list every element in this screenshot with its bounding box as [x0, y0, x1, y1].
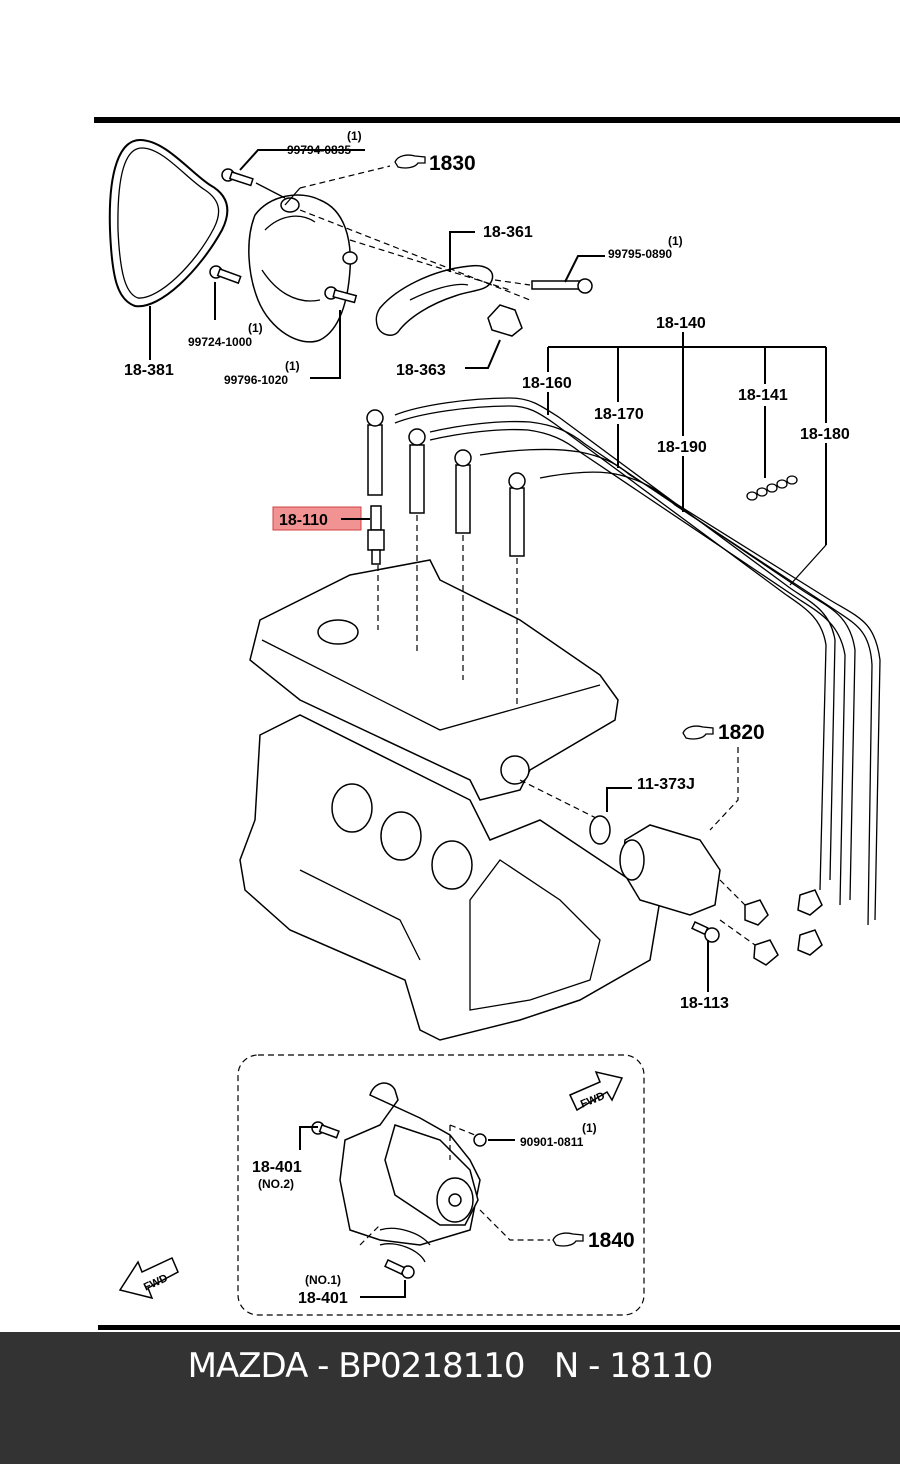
bolt-99795-0890	[531, 278, 593, 294]
highlighted-part-18-110[interactable]: 18-110	[272, 506, 370, 531]
part-label-99795-0890: 99795-0890	[608, 247, 672, 261]
drive-belt	[108, 138, 229, 360]
ref-1820-label: 1820	[718, 721, 765, 744]
part-number-caption: MAZDA - BP0218110 N - 18110	[187, 1346, 714, 1386]
parts-diagram: 1830 (1) 99794-0835 18-361 (1) 99795-089…	[94, 117, 900, 1330]
wire-harness-leaders	[547, 332, 827, 586]
part-note-no2: (NO.2)	[258, 1177, 294, 1191]
reference-1830: 1830	[394, 152, 476, 175]
bolt-99796-1020	[324, 286, 358, 304]
part-label-18-363: 18-363	[396, 362, 446, 379]
qty-label: (1)	[285, 359, 300, 373]
qty-label: (1)	[582, 1121, 597, 1135]
reference-1840: 1840	[552, 1229, 635, 1252]
engine-block	[239, 559, 661, 1041]
part-label-99724-1000: 99724-1000	[188, 335, 252, 349]
bolt-99724-1000	[209, 265, 242, 285]
pointing-hand-icon	[552, 1232, 584, 1247]
part-label-18-361: 18-361	[483, 224, 533, 241]
qty-label: (1)	[668, 234, 683, 248]
top-border	[94, 117, 900, 123]
qty-label: (1)	[248, 321, 263, 335]
part-label-18-401-no1: 18-401	[298, 1290, 348, 1307]
bolt-99794-0835	[221, 168, 286, 199]
fwd-arrow-inset: FWD	[568, 1070, 624, 1112]
part-label-11-373j: 11-373J	[637, 776, 695, 793]
ref-1840-label: 1840	[588, 1229, 635, 1252]
part-label-90901-0811: 90901-0811	[520, 1135, 584, 1149]
fwd-arrow-main: FWD	[118, 1256, 179, 1300]
wire-separator	[746, 475, 798, 501]
part-label-18-180: 18-180	[800, 426, 850, 443]
part-label-18-141: 18-141	[738, 387, 788, 404]
qty-label: (1)	[347, 129, 362, 143]
starter-inset-box	[237, 1054, 645, 1316]
part-label-18-110: 18-110	[279, 512, 328, 529]
bottom-border	[98, 1325, 900, 1330]
spark-plug	[367, 505, 385, 565]
ignition-wires	[394, 397, 881, 926]
bracket-18-361	[375, 264, 494, 336]
part-label-18-170: 18-170	[594, 406, 644, 423]
ref-1830-label: 1830	[429, 152, 476, 175]
reference-1820: 1820	[682, 721, 765, 744]
footer-banner: MAZDA - BP0218110 N - 18110	[0, 1332, 900, 1464]
part-label-18-190: 18-190	[657, 439, 707, 456]
part-note-no1: (NO.1)	[305, 1273, 341, 1287]
part-label-18-113: 18-113	[680, 995, 729, 1012]
spark-plug-boots	[366, 409, 526, 557]
pointing-hand-icon	[394, 154, 426, 169]
part-label-18-401-no2: 18-401	[252, 1159, 302, 1176]
part-label-99794-0835: 99794-0835	[287, 143, 351, 157]
part-label-18-160: 18-160	[522, 375, 572, 392]
distributor	[589, 815, 823, 966]
starter-motor	[311, 1082, 487, 1279]
part-label-99796-1020: 99796-1020	[224, 373, 288, 387]
part-label-18-140: 18-140	[656, 315, 706, 332]
part-label-18-381: 18-381	[124, 362, 174, 379]
pointing-hand-icon	[682, 725, 714, 740]
clip-18-363	[487, 304, 523, 337]
